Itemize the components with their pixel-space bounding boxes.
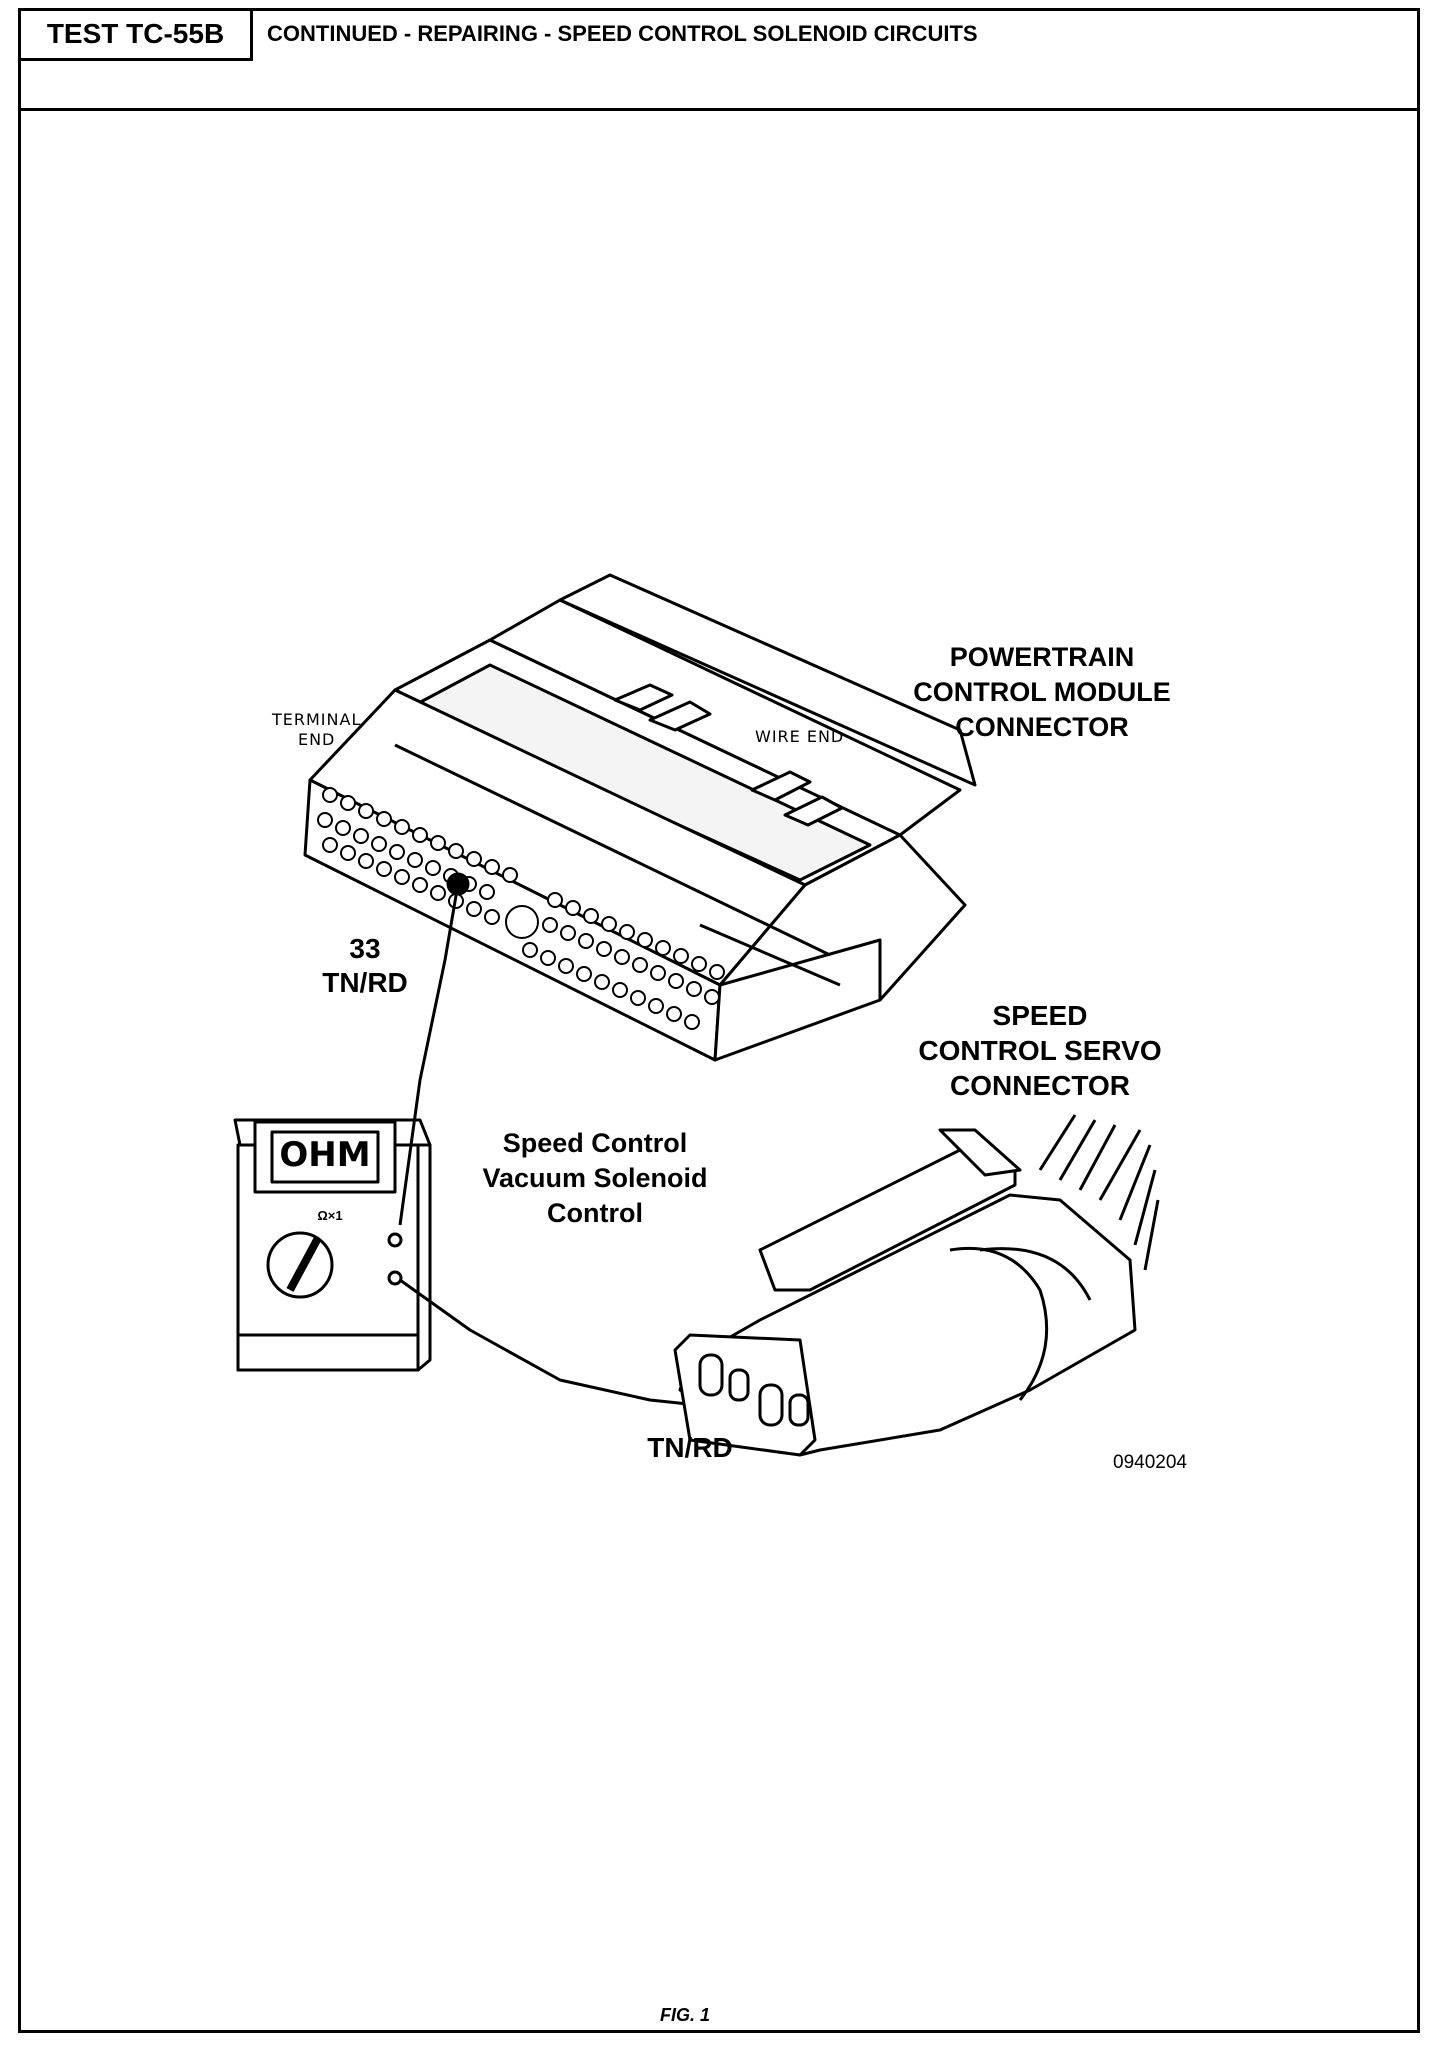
probe-lead-servo bbox=[399, 1278, 746, 1412]
terminal-end-line1: TERMINAL bbox=[272, 710, 362, 729]
circuit-label: Speed Control Vacuum Solenoid Control bbox=[445, 1126, 745, 1231]
test-id: TEST TC-55B bbox=[21, 11, 253, 61]
pcm-pins bbox=[317, 787, 725, 1030]
servo-label-line3: CONNECTOR bbox=[950, 1070, 1130, 1101]
terminal-end-label: TERMINAL END bbox=[272, 710, 361, 750]
servo-wire-label: TN/RD bbox=[647, 1432, 733, 1463]
figure-caption: FIG. 1 bbox=[660, 2005, 711, 2025]
circuit-label-line1: Speed Control bbox=[502, 1128, 688, 1158]
circuit-label-line3: Control bbox=[547, 1198, 643, 1228]
page-frame: TEST TC-55B CONTINUED - REPAIRING - SPEE… bbox=[18, 8, 1420, 2033]
probe-lead-pcm bbox=[398, 883, 460, 1226]
pin-number: 33 bbox=[349, 933, 381, 964]
pcm-label-line1: POWERTRAIN bbox=[949, 642, 1135, 672]
pcm-connector-label: POWERTRAIN CONTROL MODULE CONNECTOR bbox=[892, 640, 1192, 745]
meter-display: OHM bbox=[279, 1135, 371, 1175]
header-title: CONTINUED - REPAIRING - SPEED CONTROL SO… bbox=[267, 21, 978, 46]
circuit-label-line2: Vacuum Solenoid bbox=[482, 1163, 708, 1193]
pcm-label-line2: CONTROL MODULE bbox=[913, 677, 1171, 707]
pin-33-label: 33 TN/RD bbox=[300, 932, 430, 1000]
servo-connector-drawing bbox=[673, 1114, 1160, 1457]
servo-connector-label: SPEED CONTROL SERVO CONNECTOR bbox=[900, 998, 1180, 1103]
meter-range: Ω×1 bbox=[317, 1208, 343, 1223]
wire-end-label: WIRE END bbox=[755, 727, 845, 746]
figure-code: 0940204 bbox=[1113, 1452, 1187, 1473]
header: TEST TC-55B CONTINUED - REPAIRING - SPEE… bbox=[21, 11, 1417, 111]
pin-wire-color: TN/RD bbox=[322, 967, 408, 998]
servo-label-line2: CONTROL SERVO bbox=[918, 1035, 1162, 1066]
pcm-label-line3: CONNECTOR bbox=[955, 712, 1129, 742]
servo-label-line1: SPEED bbox=[992, 1000, 1088, 1031]
multimeter-drawing bbox=[233, 1118, 432, 1372]
terminal-end-line2: END bbox=[297, 730, 336, 749]
